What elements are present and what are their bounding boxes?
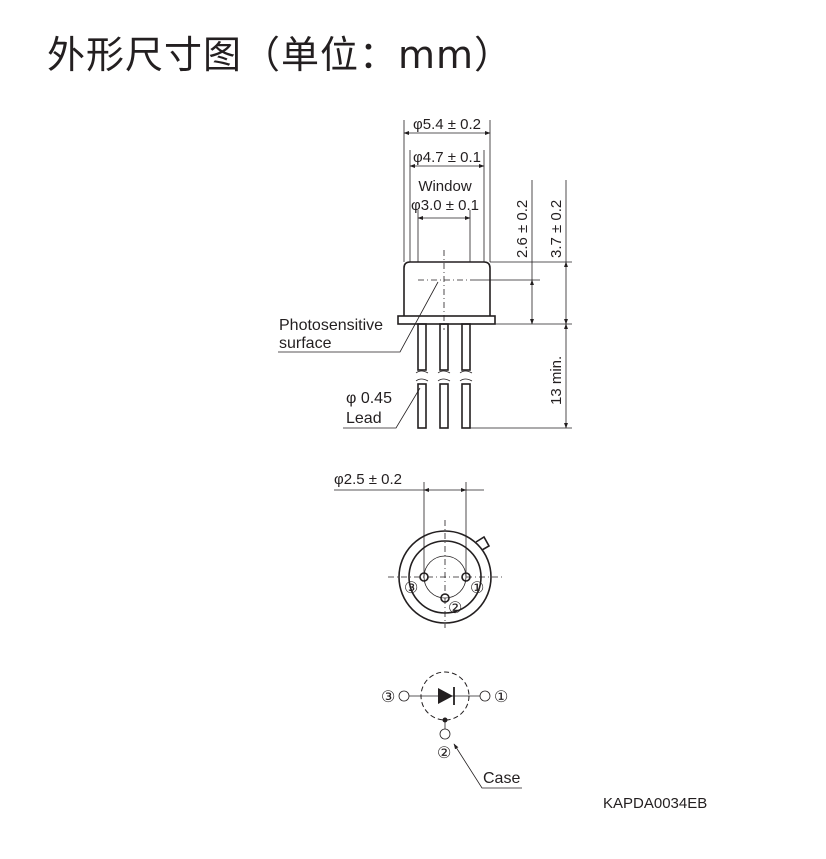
lead-label: Lead — [346, 410, 382, 427]
schematic-pin-2-label: ② — [437, 745, 451, 762]
pin-2-label: ② — [448, 600, 462, 617]
case-outline — [420, 671, 470, 721]
page-title: 外形尺寸图（单位：mm） — [47, 33, 514, 77]
lead-diameter-label: φ 0.45 — [346, 390, 392, 407]
cap-diameter-label: φ5.4 ± 0.2 — [413, 116, 481, 133]
inner-diameter-label: φ4.7 ± 0.1 — [413, 149, 481, 166]
index-tab — [475, 535, 491, 551]
pin-3-dot — [419, 572, 429, 582]
window-diameter-label: φ3.0 ± 0.1 — [411, 197, 479, 214]
pin-pitch-label: φ2.5 ± 0.2 — [334, 471, 402, 488]
pin-2-dot — [440, 593, 450, 603]
bottom-view: φ2.5 ± 0.2 ③ ① ② — [334, 471, 502, 628]
terminal-3 — [398, 690, 410, 702]
pin-3-label: ③ — [404, 580, 418, 597]
schematic-pin-3-label: ③ — [381, 689, 395, 706]
flange — [397, 315, 496, 325]
case-label: Case — [483, 770, 520, 787]
leads — [415, 323, 473, 429]
lead-leader — [343, 387, 421, 429]
lead-length-label: 13 min. — [548, 356, 565, 405]
pin-1-label: ① — [470, 580, 484, 597]
schematic-pin-1-label: ① — [494, 689, 508, 706]
diode-icon — [438, 688, 453, 704]
photosensitive-label-2: surface — [279, 335, 332, 352]
terminal-1 — [479, 690, 491, 702]
cap-outline — [403, 261, 491, 316]
terminal-2 — [439, 728, 451, 740]
flange-circle — [398, 530, 492, 624]
pin-1-dot — [461, 572, 471, 582]
side-view: φ5.4 ± 0.2 φ4.7 ± 0.1 Window φ3.0 ± 0.1 … — [278, 116, 572, 429]
window-label: Window — [418, 178, 472, 195]
case-leader — [453, 743, 522, 789]
surface-height-label: 2.6 ± 0.2 — [514, 200, 531, 258]
photosensitive-leader — [278, 281, 439, 353]
drawing-code: KAPDA0034EB — [603, 795, 707, 812]
photosensitive-label-1: Photosensitive — [279, 317, 383, 334]
schematic: ③ ① ② Case — [381, 671, 522, 789]
cap-height-label: 3.7 ± 0.2 — [548, 200, 565, 258]
